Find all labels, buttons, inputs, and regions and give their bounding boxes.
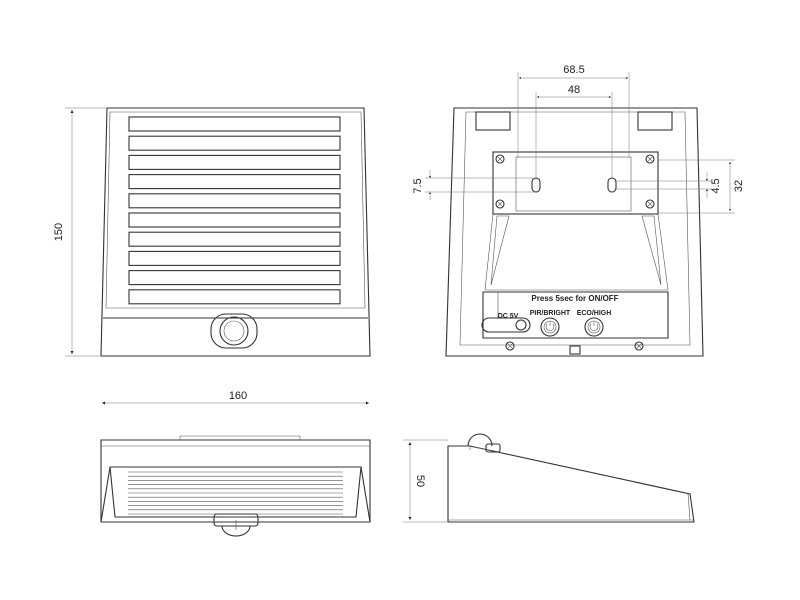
button-right-label: ECO/HIGH xyxy=(577,310,612,317)
hole-spacing-outer-label: 68.5 xyxy=(563,64,584,76)
plate-height-label: 32 xyxy=(733,180,745,192)
screw-icon xyxy=(495,199,505,209)
screw-icon xyxy=(505,341,515,351)
slat xyxy=(128,270,341,286)
solar-panel-slats xyxy=(128,116,341,305)
motion-sensor-icon xyxy=(210,313,258,349)
mount-tab-right xyxy=(637,111,673,131)
dc-input-label: DC 5V xyxy=(498,313,519,320)
power-button-left xyxy=(540,317,560,337)
height-label: 150 xyxy=(53,223,65,241)
mount-slot-right xyxy=(607,177,617,193)
mount-tab-left xyxy=(475,111,511,131)
dimension-hole-spacing-outer: 68.5 xyxy=(517,64,630,158)
power-icon xyxy=(545,321,555,331)
slat xyxy=(128,116,341,132)
slot-length-label: 4.5 xyxy=(710,178,722,193)
motion-sensor-icon xyxy=(467,433,501,453)
dimension-hole-spacing-inner: 48 xyxy=(535,84,613,180)
slat xyxy=(128,250,341,266)
slat xyxy=(128,135,341,151)
width-label: 160 xyxy=(229,390,247,402)
front-view xyxy=(100,107,371,357)
mounting-plate xyxy=(492,151,659,215)
mount-slot-left xyxy=(531,177,541,193)
screw-icon xyxy=(645,199,655,209)
slat xyxy=(128,231,341,247)
bottom-view xyxy=(100,435,371,537)
screw-icon xyxy=(495,154,505,164)
slot-offset-label: 7.5 xyxy=(412,178,424,193)
dimension-plate-height: 32 xyxy=(658,159,745,214)
button-left-label: PIR/BRIGHT xyxy=(530,310,571,317)
slat xyxy=(128,193,341,209)
dimension-width: 160 xyxy=(102,390,369,405)
screw-icon xyxy=(645,154,655,164)
power-button-right xyxy=(584,317,604,337)
depth-label: 50 xyxy=(414,475,426,487)
slat xyxy=(128,174,341,190)
motion-sensor-icon xyxy=(213,513,259,537)
power-icon xyxy=(589,321,599,331)
slat xyxy=(128,212,341,228)
screw-icon xyxy=(634,341,644,351)
side-view xyxy=(447,433,695,523)
rear-view xyxy=(445,107,704,357)
solar-panel-slats xyxy=(128,471,343,515)
slat xyxy=(128,289,341,305)
dc-input-port xyxy=(481,317,531,333)
dimension-height: 150 xyxy=(53,107,106,357)
dimension-slot-length: 4.5 xyxy=(614,172,722,198)
slat xyxy=(128,154,341,170)
dimension-slot-offset: 7.5 xyxy=(412,170,534,200)
instruction-label: Press 5sec for ON/OFF xyxy=(531,294,618,303)
dimension-depth: 50 xyxy=(403,439,448,523)
bottom-clip xyxy=(569,345,581,355)
hole-spacing-inner-label: 48 xyxy=(568,84,580,96)
